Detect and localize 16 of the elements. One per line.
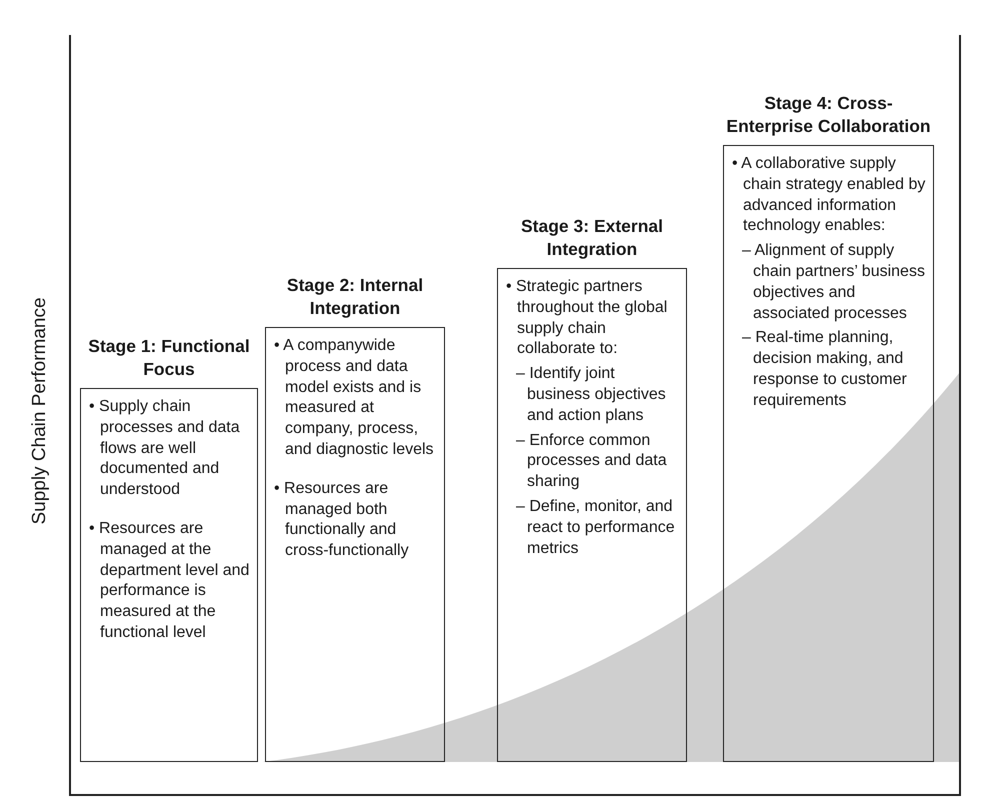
axis-label: Supply Chain Performance xyxy=(29,296,51,527)
sub-bullet-text: – Real-time planning, decision making, and response to customer requirements xyxy=(742,328,908,411)
sub-bullet-text: – Identify joint business objectives and action plans xyxy=(516,364,667,426)
sub-bullet-text: – Enforce common processes and data sharing xyxy=(516,430,668,492)
stage-heading: Stage 2: Internal Integration xyxy=(286,274,424,319)
bullet-text: • A companywide process and data model exists and is measured at company, process, and diagnostic levels xyxy=(274,336,435,460)
bullet-text: • Supply chain processes and data flows are well documented and understood xyxy=(89,397,241,500)
bullet-text: • Resources are managed both functionally and cross-functionally xyxy=(274,478,410,562)
bullet-text: • Resources are managed at the department level and performance is measured at the functional level xyxy=(89,518,250,643)
stage-heading: Stage 3: External Integration xyxy=(520,215,664,260)
sub-bullet-text: – Alignment of supply chain partners’ business objectives and associated processes xyxy=(742,241,926,324)
stage-heading: Stage 4: Cross-Enterprise Collaboration xyxy=(725,92,932,137)
bullet-text: • A collaborative supply chain strategy enabled by advanced information technology enables: xyxy=(732,154,926,236)
bullet-text: • Strategic partners throughout the global supply chain collaborate to: xyxy=(506,277,668,360)
sub-bullet-text: – Define, monitor, and react to performance metrics xyxy=(516,496,676,559)
stage-heading: Stage 1: Functional Focus xyxy=(87,335,251,380)
